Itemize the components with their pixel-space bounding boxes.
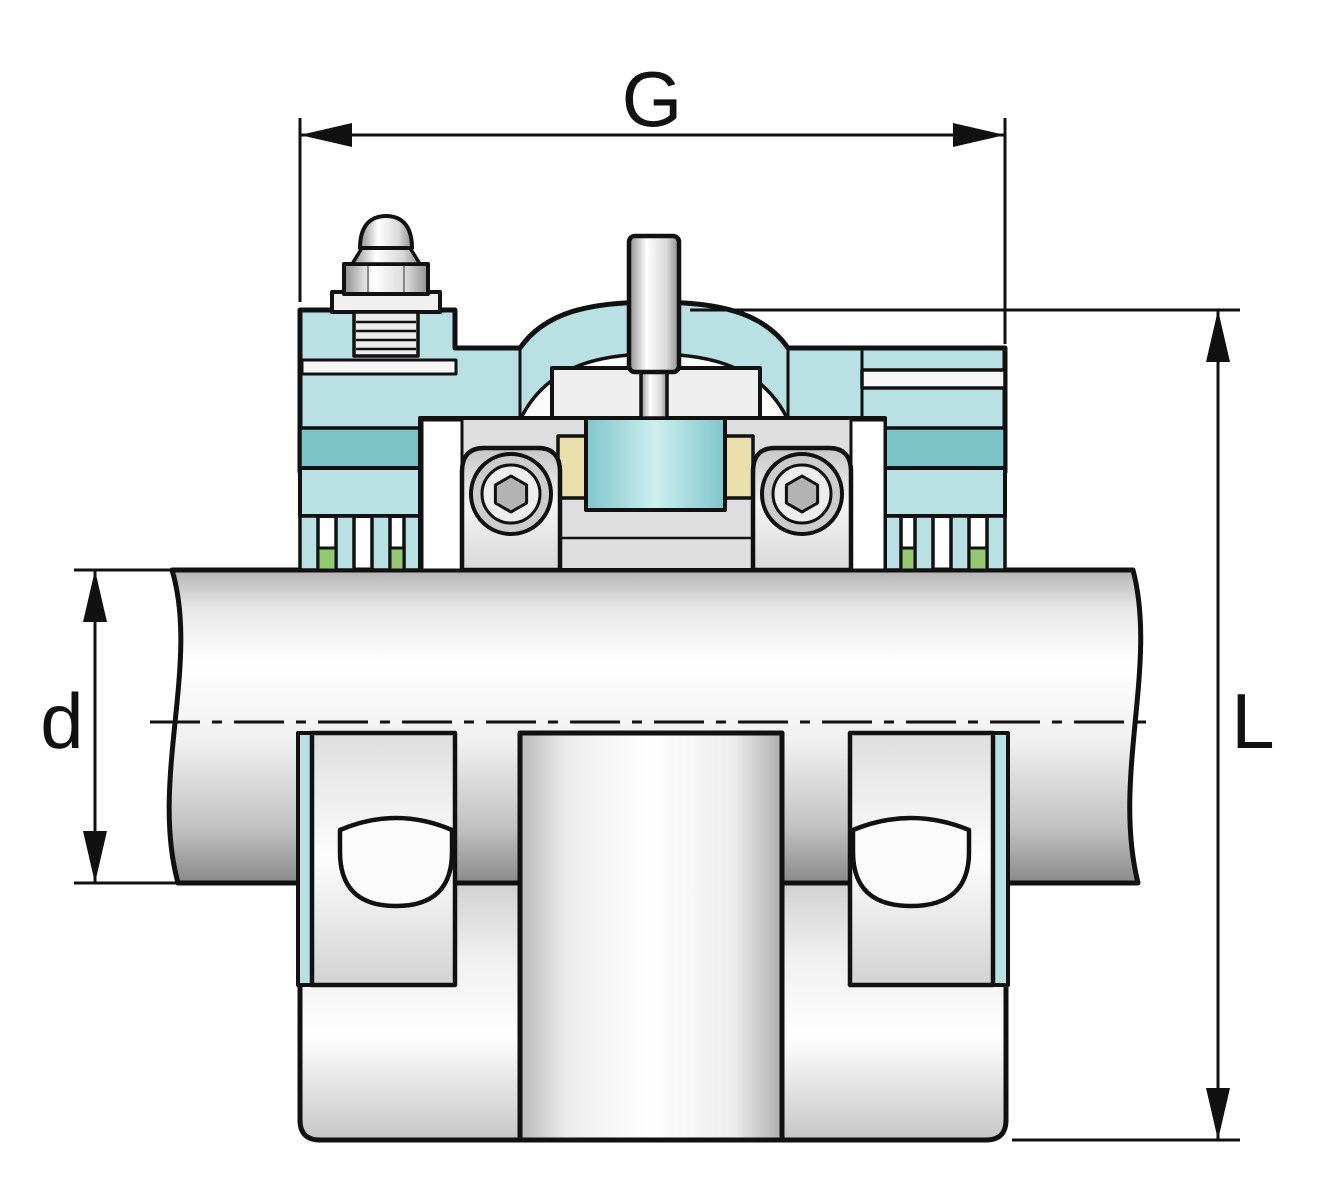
hex-socket-icon — [493, 474, 529, 514]
labyrinth-tooth — [985, 514, 1007, 572]
seal-carrier-left — [298, 426, 424, 474]
labyrinth-tooth — [298, 514, 320, 572]
seal-gap-left — [420, 418, 464, 572]
seal-element — [967, 546, 989, 572]
stud-pin — [639, 370, 669, 420]
cap-joint-strip-left — [300, 358, 458, 376]
dim-d-arrow-bottom — [83, 831, 107, 883]
dimension-G: G — [298, 55, 1007, 344]
labyrinth-tooth — [949, 514, 971, 572]
hex-socket-icon — [784, 474, 820, 514]
labyrinth-tooth — [370, 514, 392, 572]
socket-screw-right — [760, 452, 844, 536]
dim-l-arrow-bottom — [1206, 1088, 1230, 1140]
shim-plate-right — [860, 368, 1007, 390]
labyrinth-band — [881, 466, 1007, 518]
labyrinth-seal-right — [881, 466, 1007, 572]
fitting-ball — [358, 214, 414, 250]
dim-g-label: G — [622, 55, 683, 143]
housing-base-front — [296, 730, 1010, 1143]
fitting-neck — [350, 246, 422, 266]
dim-g-arrow-right — [953, 123, 1005, 147]
dim-l-arrow-top — [1206, 310, 1230, 362]
seal-element — [899, 546, 917, 572]
bolt-recess-right — [850, 815, 972, 909]
bearing-cage-right — [723, 434, 755, 500]
center-stud — [626, 233, 682, 375]
seal-carrier-right — [881, 426, 1007, 474]
bearing-assembly — [418, 414, 887, 573]
locating-pin-block — [584, 414, 727, 512]
dimension-L: L — [690, 308, 1275, 1142]
dim-g-arrow-left — [300, 123, 352, 147]
dim-d-label: d — [40, 677, 83, 765]
seal-element — [316, 546, 338, 572]
dimension-d: d — [40, 568, 178, 885]
labyrinth-seal-left — [298, 466, 424, 572]
thread-hatching — [356, 320, 416, 351]
dim-d-arrow-top — [83, 570, 107, 622]
seal-element — [388, 546, 406, 572]
socket-screw-left — [469, 452, 553, 536]
grease-fitting — [330, 214, 442, 358]
labyrinth-tooth — [334, 514, 356, 572]
labyrinth-band — [298, 466, 424, 518]
dim-l-label: L — [1231, 677, 1274, 765]
fitting-hex-body — [342, 262, 430, 296]
seal-gap-right — [849, 418, 887, 572]
bolt-recess-left — [337, 815, 455, 909]
labyrinth-tooth — [913, 514, 935, 572]
locating-stud-assembly — [550, 233, 762, 420]
base-center-column — [517, 730, 785, 1143]
